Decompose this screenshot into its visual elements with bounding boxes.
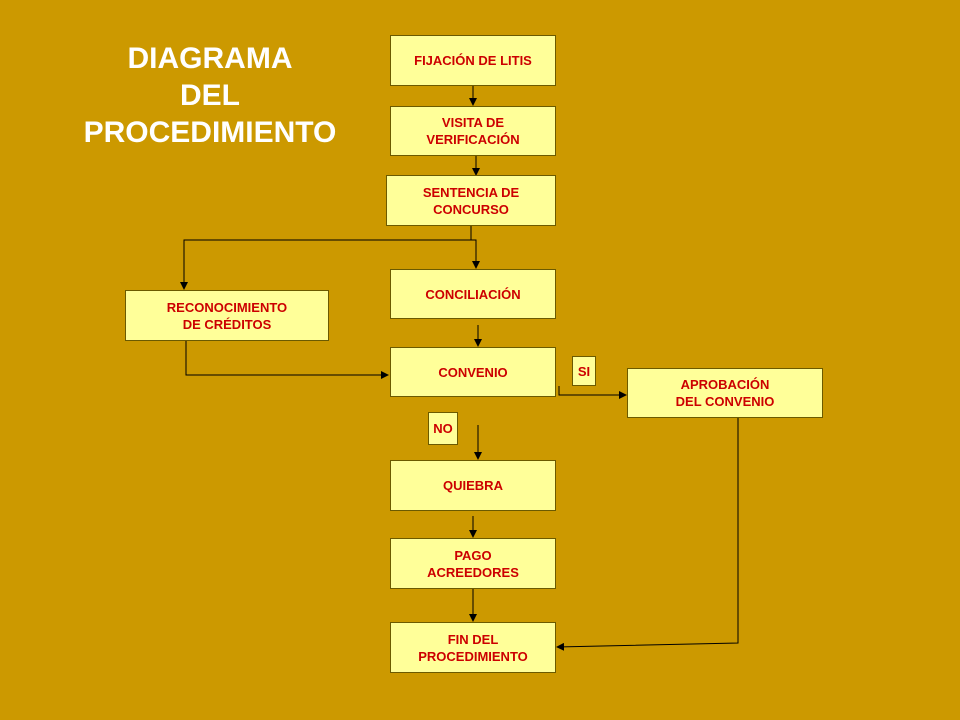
page-title: DIAGRAMA DEL PROCEDIMIENTO — [60, 40, 360, 151]
title-line-2: DEL — [180, 79, 240, 112]
node-label: SI — [577, 363, 591, 379]
edge-sentencia-reconocimiento — [180, 239, 471, 290]
node-visita-de-verificacion: VISITA DE VERIFICACIÓN — [390, 106, 556, 156]
node-label: CONVENIO — [438, 364, 508, 380]
title-line-3: PROCEDIMIENTO — [83, 116, 337, 149]
node-quiebra: QUIEBRA — [390, 460, 556, 511]
node-label: VISITA DE VERIFICACIÓN — [426, 115, 520, 147]
node-conciliacion: CONCILIACIÓN — [390, 269, 556, 319]
node-label: QUIEBRA — [443, 478, 503, 493]
node-label: CONCILIACIÓN — [425, 286, 521, 302]
edge-sentencia-conciliacion — [470, 226, 480, 269]
decision-label-no: NO — [428, 412, 458, 445]
node-fin-del-procedimiento: FIN DEL PROCEDIMIENTO — [390, 622, 556, 673]
node-fijacion-de-litis: FIJACIÓN DE LITIS — [390, 35, 556, 86]
decision-label-si: SI — [572, 356, 596, 386]
node-label: FIJACIÓN DE LITIS — [414, 53, 532, 68]
node-convenio: CONVENIO — [390, 347, 556, 397]
node-label: NO — [433, 421, 453, 436]
node-reconocimiento-de-creditos: RECONOCIMIENTO DE CRÉDITOS — [125, 290, 329, 341]
edge-convenio-aprobacion — [558, 386, 627, 399]
node-label: SENTENCIA DE CONCURSO — [422, 184, 520, 217]
title-line-1: DIAGRAMA — [127, 42, 293, 75]
node-label: PAGO ACREEDORES — [427, 547, 519, 580]
node-pago-acreedores: PAGO ACREEDORES — [390, 538, 556, 589]
node-label: APROBACIÓN DEL CONVENIO — [675, 377, 775, 409]
edge-reconocimiento-convenio — [185, 341, 389, 379]
node-label: RECONOCIMIENTO DE CRÉDITOS — [166, 299, 288, 332]
edge-aprobacion-fin — [556, 418, 739, 651]
node-aprobacion-del-convenio: APROBACIÓN DEL CONVENIO — [627, 368, 823, 418]
node-label: FIN DEL PROCEDIMIENTO — [418, 631, 528, 664]
node-sentencia-de-concurso: SENTENCIA DE CONCURSO — [386, 175, 556, 226]
